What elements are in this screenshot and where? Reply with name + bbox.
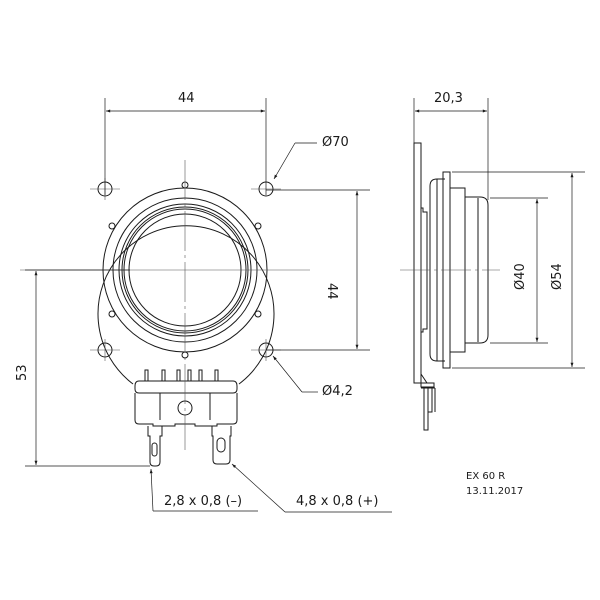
leader-flange-diameter <box>273 142 317 180</box>
leader-hole-diameter <box>272 355 318 393</box>
dim-44-vertical <box>266 189 370 351</box>
leader-terminal-positive <box>231 463 392 513</box>
model-label: EX 60 R <box>466 471 506 482</box>
side-view <box>413 142 489 431</box>
dim-mount-hole-diameter-label: Ø4,2 <box>322 384 353 399</box>
front-view <box>97 181 275 467</box>
dim-hole-spacing-vertical-label: 44 <box>324 283 339 300</box>
dim-53 <box>25 269 150 467</box>
dim-outer-diameter-label: Ø54 <box>550 263 565 290</box>
dim-depth-label: 20,3 <box>434 91 463 106</box>
dim-flange-diameter-label: Ø70 <box>322 135 349 150</box>
dim-44-horizontal <box>104 98 267 195</box>
flange-outline <box>97 225 275 385</box>
dim-hole-spacing-horizontal-label: 44 <box>178 91 195 106</box>
terminal-negative-label: 2,8 x 0,8 (–) <box>164 494 243 509</box>
dim-center-to-terminal-label: 53 <box>15 364 30 381</box>
dim-inner-diameter-label: Ø40 <box>513 263 528 290</box>
terminal-positive-label: 4,8 x 0,8 (+) <box>296 494 379 509</box>
center-lines <box>20 160 310 450</box>
leader-terminal-negative <box>149 468 258 512</box>
dim-depth <box>413 98 489 200</box>
dim-outer-diameter <box>452 171 585 369</box>
date-label: 13.11.2017 <box>466 486 524 497</box>
dim-inner-diameter <box>490 197 548 344</box>
